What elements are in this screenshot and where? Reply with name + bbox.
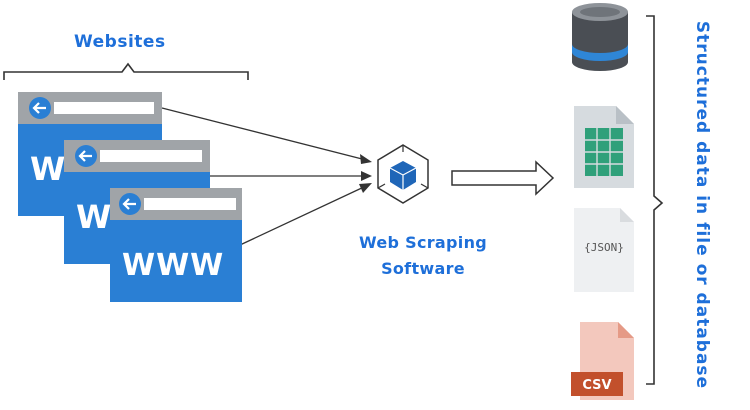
structured-data-label: Structured data in file or database: [672, 0, 732, 410]
database-icon: [572, 3, 628, 71]
website-card-3: WWW: [110, 188, 242, 302]
output-arrow: [451, 160, 555, 196]
csv-label: CSV: [582, 378, 611, 393]
software-label-line2: Software: [381, 259, 465, 278]
input-arrows: [161, 107, 367, 246]
websites-title: Websites: [74, 32, 166, 52]
websites-bracket: [3, 62, 249, 80]
structured-data-label-text: Structured data in file or database: [692, 20, 712, 390]
software-cube-icon: [377, 144, 429, 204]
csv-file-icon: CSV: [571, 322, 634, 400]
json-label: {JSON}: [584, 241, 624, 254]
spreadsheet-icon: [574, 106, 634, 188]
website-card-3-text: WWW: [122, 248, 224, 283]
arrowheads: [359, 154, 372, 193]
software-label-line1: Web Scraping: [358, 233, 488, 252]
output-bracket: [646, 15, 664, 385]
json-file-icon: {JSON}: [574, 208, 634, 292]
website-card-2-text: W: [76, 198, 111, 236]
website-card-1-text: W: [30, 150, 65, 188]
software-label: Web Scraping Software: [338, 230, 508, 282]
